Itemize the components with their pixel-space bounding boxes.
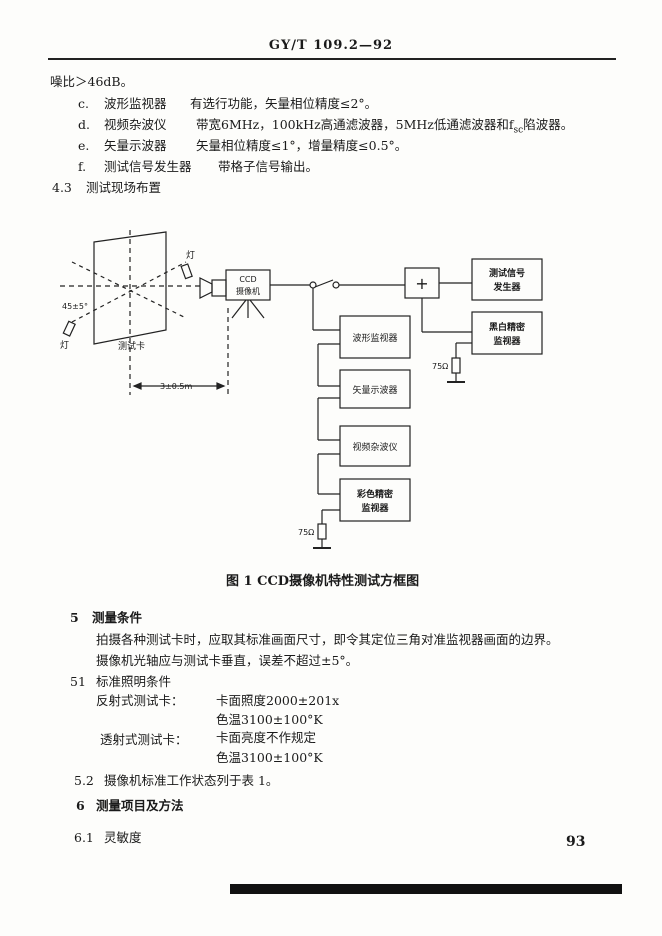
line-noise-ratio: 噪比＞46dB。 bbox=[50, 74, 134, 89]
light-ray-left bbox=[71, 261, 187, 323]
item-f-desc: 带格子信号输出。 bbox=[218, 159, 319, 174]
card-brightness: 卡面亮度不作规定 bbox=[216, 730, 317, 745]
waveform-label: 波形监视器 bbox=[352, 332, 397, 344]
item-c-desc: 有选行功能，矢量相位精度≤2°。 bbox=[190, 96, 378, 111]
signal-gen-label-1: 测试信号 bbox=[489, 267, 525, 279]
resistor-1 bbox=[451, 357, 461, 374]
bw-monitor-label-1: 黑白精密 bbox=[489, 321, 525, 333]
item-e-mark: e. bbox=[78, 138, 90, 153]
sec5-title: 测量条件 bbox=[92, 610, 143, 625]
distance-label: 3±0.5m bbox=[160, 382, 193, 391]
lamp-left-shape bbox=[62, 320, 76, 337]
reflective-card-label: 反射式测试卡： bbox=[96, 693, 184, 708]
item-c-name: 波形监视器 bbox=[104, 96, 167, 111]
item-c-mark: c. bbox=[78, 96, 89, 111]
adder-label: + bbox=[415, 274, 428, 293]
sec5-para-1: 拍摄各种测试卡时，应取其标准画面尺寸，即令其定位三角对准监视器画面的边界。 bbox=[96, 632, 559, 647]
switch-blade bbox=[314, 279, 334, 288]
sec43-number: 4.3 bbox=[52, 180, 72, 195]
sec6-title: 测量项目及方法 bbox=[96, 798, 184, 813]
item-f-mark: f. bbox=[78, 159, 87, 174]
item-d-mark: d. bbox=[78, 117, 90, 132]
color-temp-reflective: 色温3100±100°K bbox=[216, 712, 323, 727]
sec51-number: 51 bbox=[70, 674, 86, 689]
signal-generator-box bbox=[471, 258, 543, 301]
resistor-1-label: 75Ω bbox=[432, 362, 448, 371]
noise-label: 视频杂波仪 bbox=[352, 441, 397, 453]
light-ray-top bbox=[71, 261, 187, 319]
sec5-number: 5 bbox=[70, 610, 79, 625]
signal-gen-label-2: 发生器 bbox=[492, 281, 521, 293]
lamp-top-label: 灯 bbox=[186, 250, 195, 261]
header-rule bbox=[48, 58, 616, 60]
tripod-leg-left bbox=[231, 299, 247, 319]
switch-terminal-right bbox=[332, 281, 340, 289]
transmissive-card-label: 透射式测试卡： bbox=[100, 732, 188, 747]
item-e-desc: 矢量相位精度≤1°，增量精度≤0.5°。 bbox=[196, 138, 408, 153]
camera-label-1: CCD bbox=[239, 275, 256, 284]
sec51-title: 标准照明条件 bbox=[96, 674, 172, 689]
page-number: 93 bbox=[566, 834, 586, 850]
sec61-number: 6.1 bbox=[74, 830, 94, 845]
sec5-para-2: 摄像机光轴应与测试卡垂直，误差不超过±5°。 bbox=[96, 653, 359, 668]
vectorscope-label: 矢量示波器 bbox=[352, 384, 397, 396]
sec52-number: 5.2 bbox=[74, 773, 94, 788]
card-illuminance: 卡面照度2000±201x bbox=[216, 693, 340, 708]
color-monitor-box bbox=[339, 478, 411, 522]
sec52-text: 摄像机标准工作状态列于表 1。 bbox=[104, 773, 279, 788]
footer-bar bbox=[230, 884, 622, 894]
sec43-title: 测试现场布置 bbox=[86, 180, 162, 195]
header-code: GY/T 109.2—92 bbox=[268, 38, 394, 53]
camera-lens bbox=[199, 277, 213, 299]
resistor-2-label: 75Ω bbox=[298, 528, 314, 537]
item-d-desc: 带宽6MHz，100kHz高通滤波器，5MHz低通滤波器和fsc陷波器。 bbox=[196, 117, 574, 136]
bw-monitor-label-2: 监视器 bbox=[493, 335, 521, 347]
item-f-name: 测试信号发生器 bbox=[104, 159, 192, 174]
lamp-top-shape bbox=[180, 263, 193, 280]
bw-monitor-box bbox=[471, 311, 543, 355]
item-d-name: 视频杂波仪 bbox=[104, 117, 167, 132]
angle-label: 45±5° bbox=[62, 302, 88, 311]
lamp-left-label: 灯 bbox=[60, 340, 69, 351]
sec6-number: 6 bbox=[76, 798, 85, 813]
camera-mount bbox=[211, 279, 227, 297]
camera-label-2: 摄像机 bbox=[236, 286, 260, 296]
resistor-2 bbox=[317, 523, 327, 540]
figure-caption: 图 1 CCD摄像机特性测试方框图 bbox=[226, 574, 420, 589]
sec61-title: 灵敏度 bbox=[104, 830, 142, 845]
color-monitor-label-1: 彩色精密 bbox=[356, 488, 393, 500]
tripod-leg-right bbox=[249, 299, 265, 319]
distance-arrowhead-right bbox=[216, 382, 226, 390]
item-e-name: 矢量示波器 bbox=[104, 138, 167, 153]
noise-meter-box bbox=[339, 425, 411, 467]
color-monitor-label-2: 监视器 bbox=[361, 502, 389, 514]
waveform-monitor-box bbox=[339, 315, 411, 359]
test-card-label: 测试卡 bbox=[118, 340, 145, 352]
vectorscope-box bbox=[339, 369, 411, 409]
color-temp-transmissive: 色温3100±100°K bbox=[216, 750, 323, 765]
distance-arrowhead-left bbox=[132, 382, 142, 390]
